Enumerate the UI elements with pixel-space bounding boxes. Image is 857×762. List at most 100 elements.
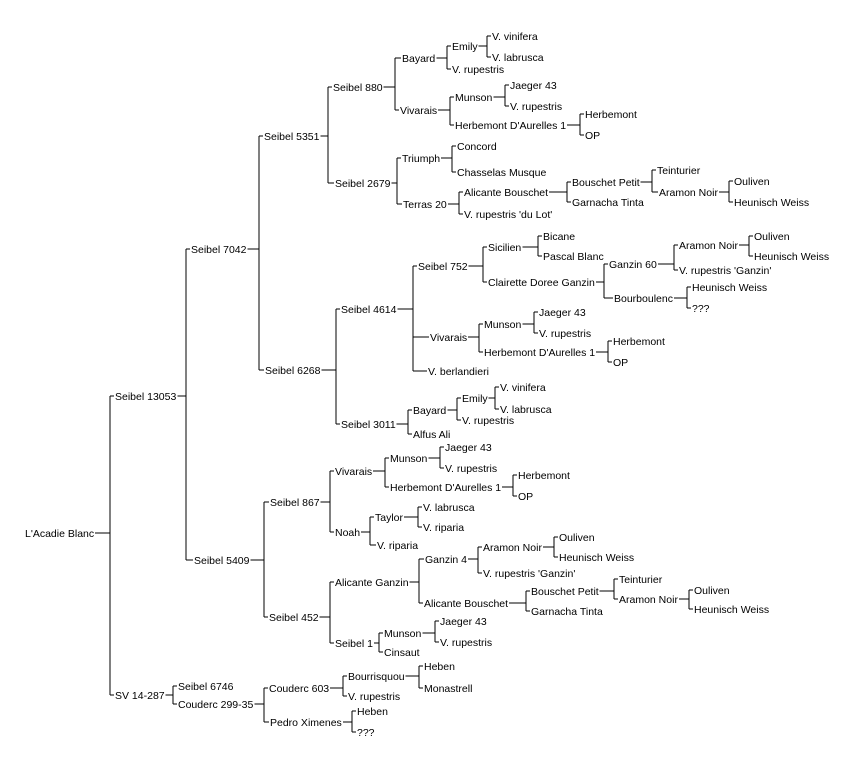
node-sv-14-287: SV 14-287 bbox=[115, 690, 165, 702]
node-bourrisquou: Bourrisquou bbox=[348, 671, 405, 683]
node-jaeger-43: Jaeger 43 bbox=[440, 616, 487, 628]
node-ouliven: Ouliven bbox=[754, 231, 790, 243]
node-garnacha-tinta: Garnacha Tinta bbox=[531, 606, 603, 618]
node-emily: Emily bbox=[462, 393, 488, 405]
node-l-acadie-blanc: L'Acadie Blanc bbox=[25, 528, 94, 540]
node-v-rupestris: V. rupestris bbox=[510, 101, 562, 113]
node-v-rupestris: V. rupestris bbox=[348, 691, 400, 703]
node-alicante-bouschet: Alicante Bouschet bbox=[424, 598, 508, 610]
node-v-rupestris: V. rupestris bbox=[539, 328, 591, 340]
node-v-rupestris-ganzin: V. rupestris 'Ganzin' bbox=[679, 265, 771, 277]
node-ouliven: Ouliven bbox=[559, 532, 595, 544]
node-chasselas-musque: Chasselas Musque bbox=[457, 167, 546, 179]
node-bouschet-petit: Bouschet Petit bbox=[572, 177, 640, 189]
node-jaeger-43: Jaeger 43 bbox=[510, 80, 557, 92]
node-op: OP bbox=[585, 130, 600, 142]
node-munson: Munson bbox=[390, 453, 428, 465]
node-alicante-bouschet: Alicante Bouschet bbox=[464, 187, 548, 199]
node-jaeger-43: Jaeger 43 bbox=[445, 442, 492, 454]
node-concord: Concord bbox=[457, 141, 497, 153]
node-herbemont: Herbemont bbox=[585, 109, 637, 121]
node-unknown: ??? bbox=[692, 303, 710, 315]
node-heben: Heben bbox=[357, 706, 388, 718]
node-v-rupestris: V. rupestris bbox=[462, 415, 514, 427]
node-v-rupestris: V. rupestris bbox=[452, 64, 504, 76]
node-seibel-752: Seibel 752 bbox=[418, 261, 468, 273]
node-v-riparia: V. riparia bbox=[377, 540, 418, 552]
node-v-vinifera: V. vinifera bbox=[500, 382, 546, 394]
node-aramon-noir: Aramon Noir bbox=[619, 594, 678, 606]
node-herbemont-d-aurelles-1: Herbemont D'Aurelles 1 bbox=[390, 482, 501, 494]
node-vivarais: Vivarais bbox=[430, 332, 467, 344]
node-seibel-6268: Seibel 6268 bbox=[265, 365, 321, 377]
node-heunisch-weiss: Heunisch Weiss bbox=[754, 251, 829, 263]
node-monastrell: Monastrell bbox=[424, 683, 472, 695]
node-op: OP bbox=[518, 491, 533, 503]
node-v-rupestris: V. rupestris bbox=[445, 463, 497, 475]
node-aramon-noir: Aramon Noir bbox=[483, 542, 542, 554]
node-ouliven: Ouliven bbox=[734, 176, 770, 188]
node-seibel-3011: Seibel 3011 bbox=[341, 419, 396, 431]
node-seibel-4614: Seibel 4614 bbox=[341, 304, 397, 316]
node-seibel-1: Seibel 1 bbox=[335, 638, 373, 650]
node-munson: Munson bbox=[455, 92, 493, 104]
node-teinturier: Teinturier bbox=[657, 165, 701, 177]
node-seibel-867: Seibel 867 bbox=[270, 497, 320, 509]
node-v-vinifera: V. vinifera bbox=[492, 31, 538, 43]
node-vivarais: Vivarais bbox=[335, 466, 372, 478]
node-herbemont-d-aurelles-1: Herbemont D'Aurelles 1 bbox=[455, 120, 566, 132]
node-v-rupestris: V. rupestris bbox=[440, 637, 492, 649]
node-seibel-6746: Seibel 6746 bbox=[178, 681, 234, 693]
node-ouliven: Ouliven bbox=[694, 585, 730, 597]
node-herbemont: Herbemont bbox=[518, 470, 570, 482]
node-alicante-ganzin: Alicante Ganzin bbox=[335, 577, 409, 589]
node-triumph: Triumph bbox=[402, 153, 440, 165]
node-vivarais: Vivarais bbox=[400, 105, 437, 117]
node-bourboulenc: Bourboulenc bbox=[614, 293, 673, 305]
node-bouschet-petit: Bouschet Petit bbox=[531, 586, 599, 598]
node-aramon-noir: Aramon Noir bbox=[679, 240, 738, 252]
node-herbemont-d-aurelles-1: Herbemont D'Aurelles 1 bbox=[484, 347, 595, 359]
node-v-labrusca: V. labrusca bbox=[423, 502, 475, 514]
node-garnacha-tinta: Garnacha Tinta bbox=[572, 197, 644, 209]
node-seibel-5409: Seibel 5409 bbox=[194, 555, 250, 567]
node-seibel-5351: Seibel 5351 bbox=[264, 131, 320, 143]
node-v-labrusca: V. labrusca bbox=[492, 52, 544, 64]
node-munson: Munson bbox=[384, 628, 422, 640]
node-ganzin-60: Ganzin 60 bbox=[609, 259, 657, 271]
node-couderc-603: Couderc 603 bbox=[269, 683, 329, 695]
node-emily: Emily bbox=[452, 41, 478, 53]
node-seibel-880: Seibel 880 bbox=[333, 82, 383, 94]
node-heunisch-weiss: Heunisch Weiss bbox=[734, 197, 809, 209]
node-seibel-7042: Seibel 7042 bbox=[191, 244, 247, 256]
node-unknown: ??? bbox=[357, 727, 375, 739]
node-couderc-299-35: Couderc 299-35 bbox=[178, 699, 253, 711]
node-v-labrusca: V. labrusca bbox=[500, 404, 552, 416]
node-v-berlandieri: V. berlandieri bbox=[428, 366, 489, 378]
node-ganzin-4: Ganzin 4 bbox=[425, 554, 467, 566]
node-pascal-blanc: Pascal Blanc bbox=[543, 251, 604, 263]
node-sicilien: Sicilien bbox=[488, 242, 521, 254]
node-munson: Munson bbox=[484, 319, 522, 331]
node-aramon-noir: Aramon Noir bbox=[659, 187, 718, 199]
node-v-rupestris-du-lot: V. rupestris 'du Lot' bbox=[464, 209, 552, 221]
node-noah: Noah bbox=[335, 527, 360, 539]
node-taylor: Taylor bbox=[375, 512, 404, 524]
node-alfus-ali: Alfus Ali bbox=[413, 429, 450, 441]
node-seibel-2679: Seibel 2679 bbox=[335, 178, 391, 190]
node-bayard: Bayard bbox=[402, 53, 435, 65]
node-bicane: Bicane bbox=[543, 231, 575, 243]
node-cinsaut: Cinsaut bbox=[384, 647, 420, 659]
node-seibel-452: Seibel 452 bbox=[269, 612, 319, 624]
node-seibel-13053: Seibel 13053 bbox=[115, 391, 176, 403]
node-jaeger-43: Jaeger 43 bbox=[539, 307, 586, 319]
node-v-rupestris-ganzin: V. rupestris 'Ganzin' bbox=[483, 568, 575, 580]
node-op: OP bbox=[613, 357, 628, 369]
node-clairette-doree-ganzin: Clairette Doree Ganzin bbox=[488, 277, 595, 289]
node-v-riparia: V. riparia bbox=[423, 522, 464, 534]
node-heunisch-weiss: Heunisch Weiss bbox=[694, 604, 769, 616]
node-heunisch-weiss: Heunisch Weiss bbox=[559, 552, 634, 564]
node-bayard: Bayard bbox=[413, 405, 446, 417]
node-herbemont: Herbemont bbox=[613, 336, 665, 348]
